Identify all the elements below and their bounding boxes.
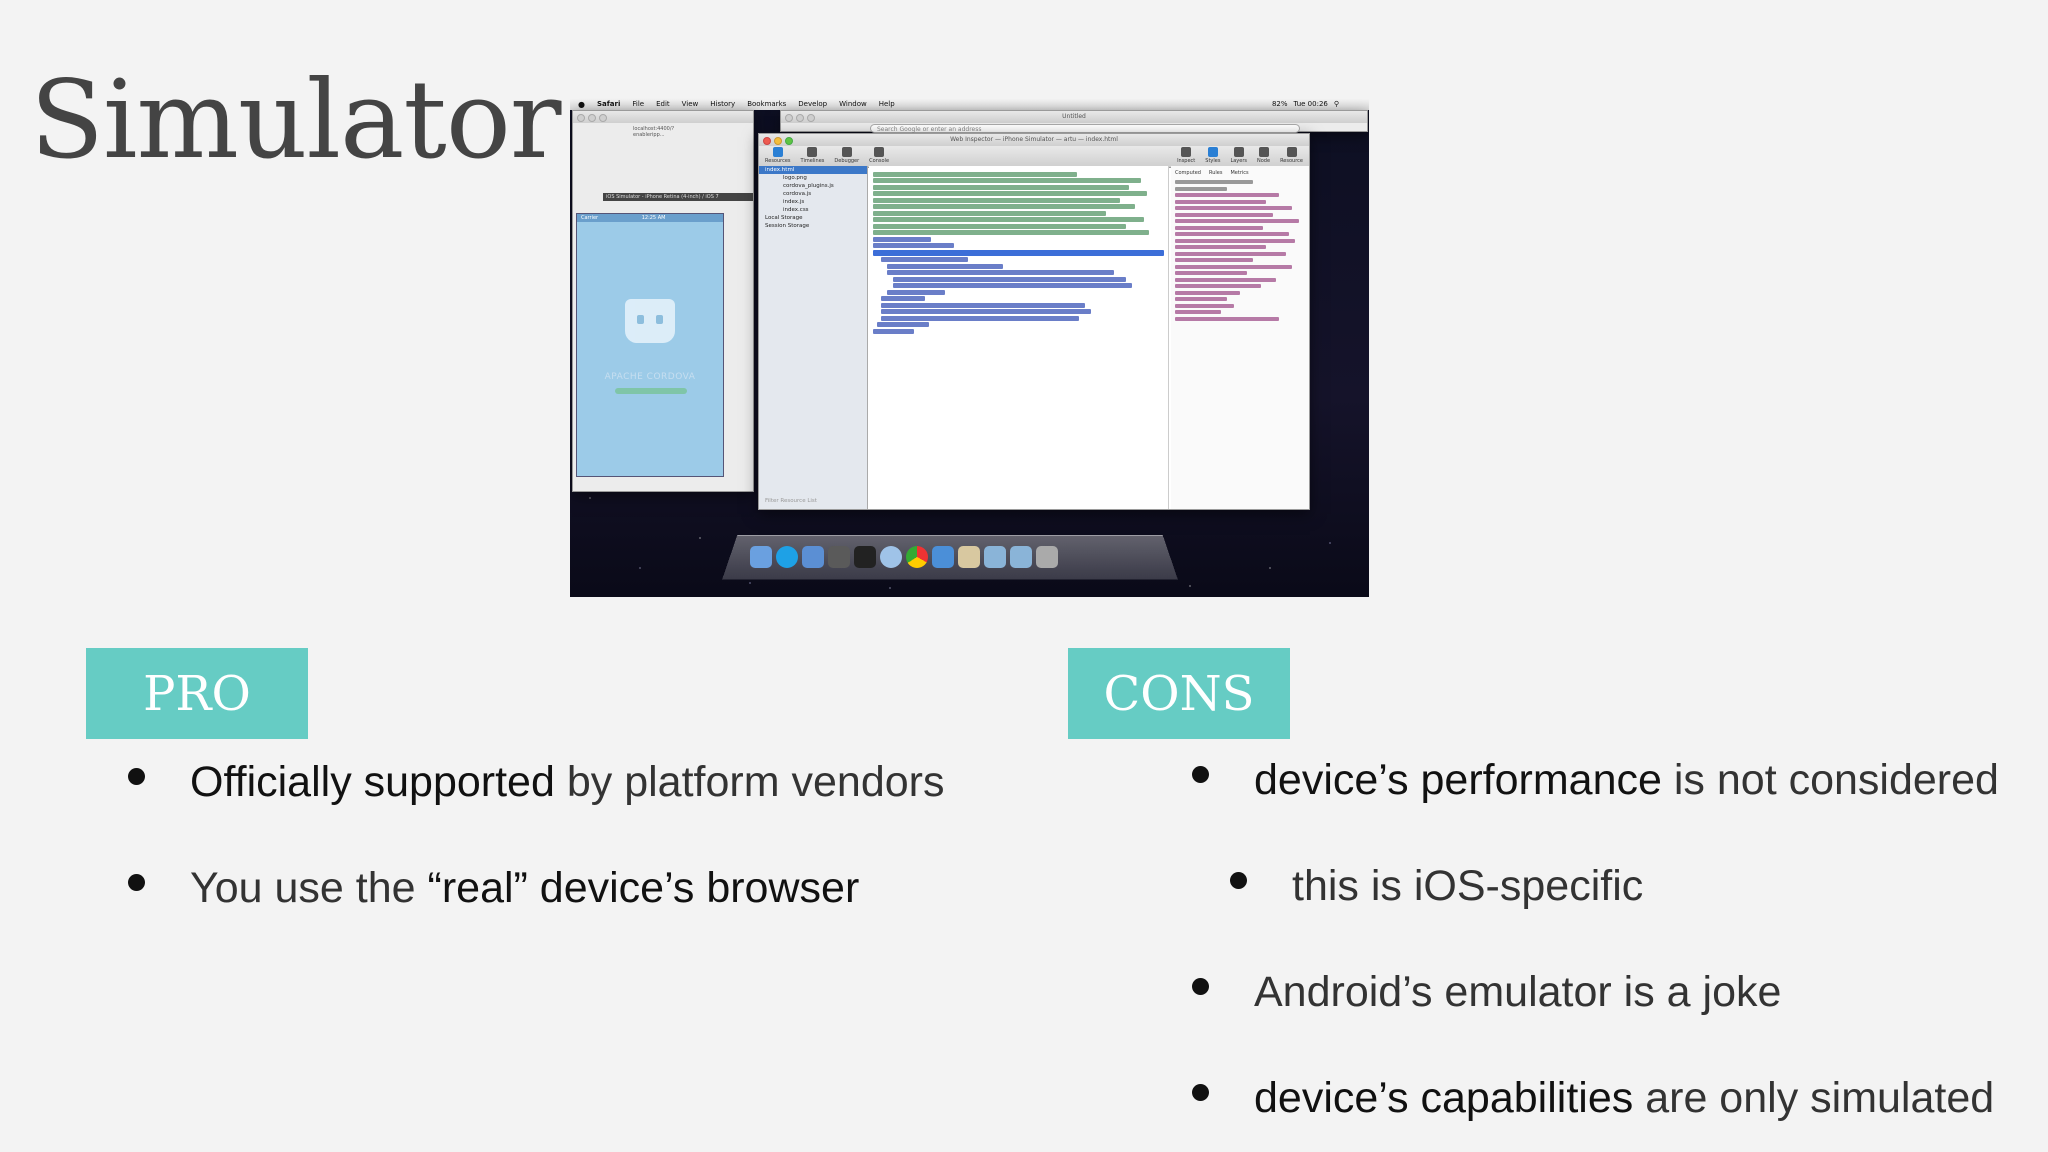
tab-computed[interactable]: Computed: [1175, 170, 1201, 176]
styles-icon: [1207, 147, 1218, 157]
documents-folder-icon[interactable]: [1010, 546, 1032, 568]
timelines-button[interactable]: Timelines: [801, 147, 824, 164]
menu-history[interactable]: History: [710, 100, 736, 108]
layers-button[interactable]: Layers: [1230, 147, 1247, 164]
resource-item[interactable]: index.html: [759, 166, 867, 174]
menu-window[interactable]: Window: [839, 100, 867, 108]
back-url-field[interactable]: localhost:4400/?enableripp...: [633, 126, 675, 138]
apple-icon: ●: [578, 99, 585, 109]
inspector-window-controls[interactable]: [763, 137, 793, 145]
safari-titlebar: Untitled: [781, 111, 1367, 123]
simulator-titlebar: iOS Simulator - iPhone Retina (4-inch) /…: [603, 193, 753, 201]
console-icon: [874, 147, 885, 157]
tab-metrics[interactable]: Metrics: [1230, 170, 1249, 176]
slide-title: Simulator: [30, 58, 561, 183]
debugger-icon: [841, 147, 852, 157]
carrier-label: Carrier: [581, 215, 599, 221]
node-icon: [1258, 147, 1269, 157]
safari-window-title: Untitled: [1062, 113, 1086, 120]
simulator-screenshot: ● Safari File Edit View History Bookmark…: [570, 98, 1369, 597]
resource-item[interactable]: Session Storage: [765, 223, 810, 229]
simulator-icon[interactable]: [932, 546, 954, 568]
bullet-dot: [1192, 978, 1209, 995]
phone-clock: 12:25 AM: [641, 215, 666, 221]
pro-badge: PRO: [86, 648, 308, 739]
inspector-toolbar: Resources Timelines Debugger Console Ins…: [759, 146, 1309, 168]
terminal-icon[interactable]: [854, 546, 876, 568]
bullet-dot: [128, 768, 145, 785]
resource-item[interactable]: index.css: [783, 207, 809, 213]
resources-icon: [772, 147, 783, 157]
finder-icon[interactable]: [750, 546, 772, 568]
preview-icon[interactable]: [958, 546, 980, 568]
inspector-title: Web Inspector — iPhone Simulator — artu …: [950, 136, 1118, 143]
cordova-logo-icon: [625, 299, 675, 343]
filter-resource-input[interactable]: Filter Resource List: [765, 498, 817, 504]
inspector-titlebar: Web Inspector — iPhone Simulator — artu …: [759, 134, 1309, 146]
device-ready-bar: [615, 388, 687, 394]
list-item: You use the “real” device’s browser: [128, 864, 859, 913]
timelines-icon: [807, 147, 818, 157]
list-item: device’s performance is not considered: [1192, 756, 1999, 805]
menu-edit[interactable]: Edit: [656, 100, 670, 108]
resource-button[interactable]: Resource: [1280, 147, 1303, 164]
tab-rules[interactable]: Rules: [1208, 170, 1223, 176]
chrome-icon[interactable]: [906, 546, 928, 568]
menu-view[interactable]: View: [681, 100, 699, 108]
battery-indicator[interactable]: 82%: [1271, 100, 1288, 108]
menu-develop[interactable]: Develop: [798, 100, 828, 108]
layers-icon: [1233, 147, 1244, 157]
cons-badge: CONS: [1068, 648, 1290, 739]
node-button[interactable]: Node: [1257, 147, 1270, 164]
resources-button[interactable]: Resources: [765, 147, 791, 164]
resource-item[interactable]: Local Storage: [765, 215, 803, 221]
iphone-simulator-screen[interactable]: Carrier 12:25 AM APACHE CORDOVA: [576, 213, 724, 477]
list-item: Officially supported by platform vendors: [128, 758, 944, 807]
menu-file[interactable]: File: [632, 100, 645, 108]
menu-help[interactable]: Help: [878, 100, 895, 108]
window-controls: [785, 114, 815, 122]
sublime-icon[interactable]: [828, 546, 850, 568]
menu-bookmarks[interactable]: Bookmarks: [747, 100, 787, 108]
resource-item[interactable]: cordova_plugins.js: [783, 183, 834, 189]
dock-icons: [750, 546, 1058, 568]
cordova-app-name: APACHE CORDOVA: [604, 372, 696, 382]
safari-icon[interactable]: [880, 546, 902, 568]
list-item: device’s capabilities are only simulated: [1192, 1074, 1994, 1123]
trash-icon[interactable]: [1036, 546, 1058, 568]
debugger-button[interactable]: Debugger: [834, 147, 859, 164]
list-item: Android’s emulator is a joke: [1192, 968, 1781, 1017]
mac-menubar: ● Safari File Edit View History Bookmark…: [570, 98, 1369, 110]
selected-node-body[interactable]: [873, 249, 1164, 256]
xcode-icon[interactable]: [802, 546, 824, 568]
resource-item[interactable]: cordova.js: [783, 191, 812, 197]
menubar-clock[interactable]: Tue 00:26: [1293, 100, 1328, 108]
bullet-dot: [1230, 872, 1247, 889]
styles-panel[interactable]: Computed Rules Metrics: [1171, 166, 1309, 509]
inspect-icon: [1181, 147, 1192, 157]
skype-icon[interactable]: [776, 546, 798, 568]
spotlight-icon[interactable]: ⚲: [1333, 100, 1339, 108]
bullet-dot: [1192, 766, 1209, 783]
bullet-dot: [128, 874, 145, 891]
web-inspector-window: Web Inspector — iPhone Simulator — artu …: [758, 133, 1310, 510]
resource-item[interactable]: logo.png: [783, 175, 807, 181]
safari-back-titlebar: [573, 111, 753, 123]
applications-folder-icon[interactable]: [984, 546, 1006, 568]
menu-app-safari[interactable]: Safari: [596, 100, 621, 108]
bullet-dot: [1192, 1084, 1209, 1101]
inspect-button[interactable]: Inspect: [1177, 147, 1195, 164]
resource-icon: [1286, 147, 1297, 157]
dom-tree-panel[interactable]: [869, 166, 1169, 509]
resource-item[interactable]: index.js: [783, 199, 805, 205]
resource-sidebar: index.html logo.png cordova_plugins.js c…: [759, 166, 868, 509]
styles-button[interactable]: Styles: [1205, 147, 1220, 164]
phone-status-bar: Carrier 12:25 AM: [577, 214, 723, 222]
console-button[interactable]: Console: [869, 147, 889, 164]
list-item: this is iOS-specific: [1230, 862, 1643, 911]
address-bar[interactable]: Search Google or enter an address: [870, 124, 1300, 133]
